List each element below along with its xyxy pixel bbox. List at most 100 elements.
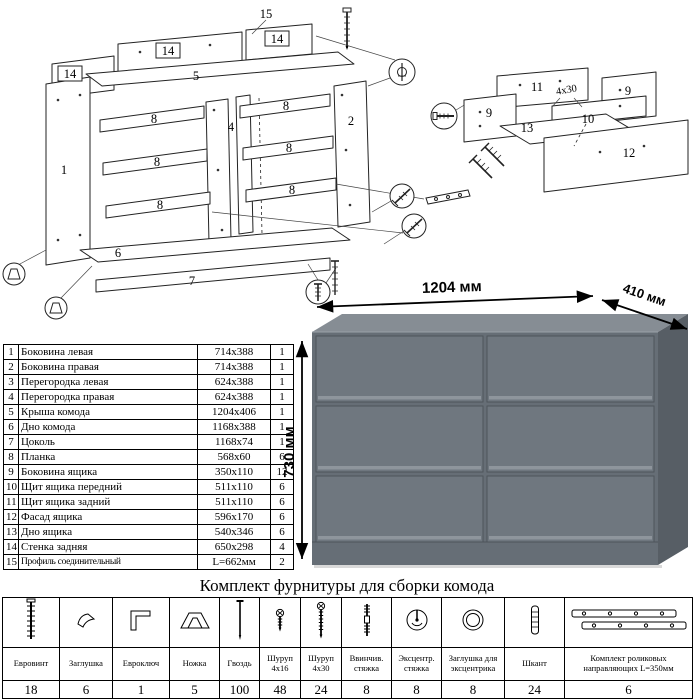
part-name: Стенка задняя [18,539,198,555]
part-label-13: 13 [521,121,534,135]
part-number: 2 [3,359,19,375]
part-size: 624x388 [197,374,271,390]
carcass-exploded-diagram [17,19,467,300]
part-number: 9 [3,464,19,480]
part-name: Боковина ящика [18,464,198,480]
screw-size-label: 4х30 [555,83,578,97]
part-number: 3 [3,374,19,390]
hardware-icons-row [2,597,693,648]
foot-callout-icon [2,262,26,286]
part-number: 14 [3,539,19,555]
part-label-1: 1 [61,163,67,177]
part-size: 624x388 [197,389,271,405]
hardware-callouts [2,7,471,320]
hardware-name: Заглушка для эксцентрика [441,647,505,681]
part-size: L=662мм [197,554,271,570]
part-number: 7 [3,434,19,450]
part-number: 15 [3,554,19,570]
part-name: Щит ящика передний [18,479,198,495]
part-name: Планка [18,449,198,465]
cam-lock-icon [391,597,442,648]
part-size: 1168x74 [197,434,271,450]
screw-4x30-icon [300,597,342,648]
hardware-name: Шкант [504,647,565,681]
euro-screw-callout-icon [305,279,331,305]
part-name: Щит ящика задний [18,494,198,510]
bolt-callout-icon [430,102,458,130]
part-label-7: 7 [189,274,195,288]
part-size: 1204x406 [197,404,271,420]
part-number: 8 [3,449,19,465]
part-size: 350x110 [197,464,271,480]
hardware-qty: 100 [219,680,260,699]
hardware-name: Евровинт [2,647,60,681]
long-screw-icon [331,260,339,295]
part-label-9: 9 [625,84,631,98]
part-qty: 4 [270,539,294,555]
drawer-rail-icon [425,189,471,205]
part-size: 568x60 [197,449,271,465]
part-label-14: 14 [271,32,284,46]
roller-guides-icon [564,597,693,648]
hardware-names-row: Евровинт Заглушка Евроключ Ножка Гвоздь … [2,647,693,681]
part-label-4: 4 [228,120,235,134]
hardware-name: Гвоздь [219,647,260,681]
screw-in-tie-icon [341,597,392,648]
part-number: 13 [3,524,19,540]
hardware-name: Шуруп 4х16 [259,647,301,681]
part-labels: 15 14 14 14 5 1 4 8 8 8 8 8 8 2 6 7 11 9… [57,7,635,288]
part-number: 10 [3,479,19,495]
part-qty: 6 [270,509,294,525]
part-name: Боковина правая [18,359,198,375]
part-label-11: 11 [531,80,543,94]
part-name: Профиль соединительный [18,554,198,570]
part-size: 511x110 [197,494,271,510]
part-qty: 1 [270,404,294,420]
part-name: Боковина левая [18,344,198,360]
hardware-name: Ввинчив. стяжка [341,647,392,681]
cam-lock-callout-icon [388,58,416,86]
leader-lines [17,19,467,300]
hardware-name: Заглушка [59,647,113,681]
part-size: 511x110 [197,479,271,495]
hardware-qty: 8 [391,680,442,699]
hardware-qty: 5 [169,680,220,699]
part-size: 1168x388 [197,419,271,435]
depth-dimension-label: 410 мм [621,280,668,309]
part-qty: 1 [270,374,294,390]
part-name: Дно ящика [18,524,198,540]
part-label-2: 2 [348,114,354,128]
part-qty: 12 [270,464,294,480]
cam-cap-icon [441,597,505,648]
part-number: 6 [3,419,19,435]
hardware-qty: 24 [504,680,565,699]
part-label-5: 5 [193,69,199,83]
hex-key-icon [112,597,170,648]
part-number: 1 [3,344,19,360]
hardware-name: Ножка [169,647,220,681]
hardware-name: Эксцентр. стяжка [391,647,442,681]
euro-screw-icon [2,597,60,648]
hardware-qty: 1 [112,680,170,699]
part-label-8: 8 [289,183,295,197]
part-name: Перегородка правая [18,389,198,405]
part-size: 596x170 [197,509,271,525]
part-qty: 1 [270,434,294,450]
foot-icon [169,597,220,648]
drawer-screw-icon [468,142,505,179]
